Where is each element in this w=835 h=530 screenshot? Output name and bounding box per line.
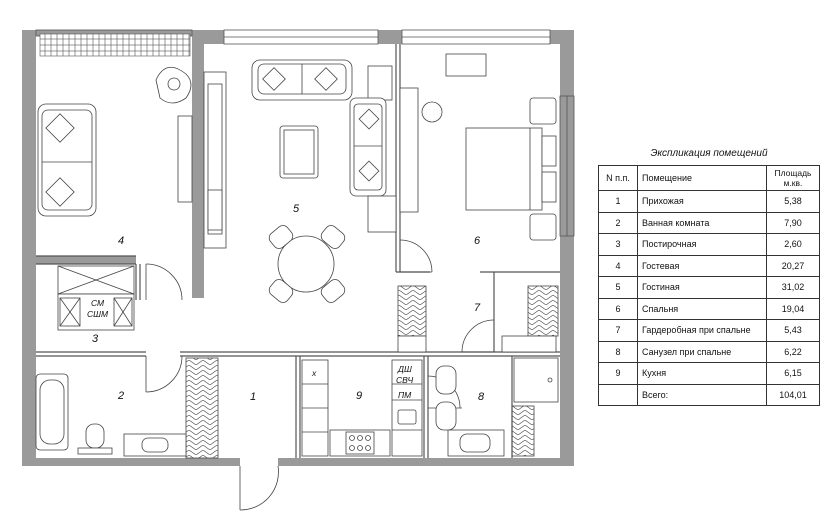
guest-room-furniture — [37, 66, 227, 249]
cell-name: Прихожая — [637, 190, 767, 213]
room-number-8: 8 — [478, 391, 485, 403]
header-name: Помещение — [637, 165, 767, 191]
cell-name: Гостевая — [637, 254, 767, 277]
header-num: N п.п. — [598, 165, 638, 191]
room-number-7: 7 — [474, 302, 481, 314]
cell-num: 6 — [598, 297, 638, 320]
living-room-furniture — [251, 59, 397, 303]
cell-area: 5,38 — [766, 190, 820, 213]
laundry-fixtures — [57, 265, 135, 331]
cell-num: 9 — [598, 362, 638, 385]
cell-name: Спальня — [637, 297, 767, 320]
table-total-row: Всего: 104,01 — [598, 383, 820, 406]
cell-num-empty — [598, 383, 638, 406]
label-hood-mark: x — [311, 368, 317, 378]
cell-num: 2 — [598, 211, 638, 234]
label-dishwasher2: ПМ — [398, 390, 412, 400]
cell-name: Гостиная — [637, 276, 767, 299]
label-washer: СМ — [91, 298, 105, 308]
master-bath-fixtures — [435, 357, 559, 457]
cell-name: Кухня — [637, 362, 767, 385]
cell-area: 6,15 — [766, 362, 820, 385]
room-numbers: 1 2 3 4 5 6 7 8 9 — [92, 203, 485, 403]
cell-area: 7,90 — [766, 211, 820, 234]
total-value: 104,01 — [766, 383, 820, 406]
cell-num: 1 — [598, 190, 638, 213]
label-dryer: СШМ — [87, 309, 109, 319]
label-dishwasher: ДШ — [397, 364, 412, 374]
kitchen-fixtures — [301, 359, 423, 457]
room-number-6: 6 — [474, 235, 481, 247]
room-number-5: 5 — [293, 203, 300, 215]
cell-name: Гардеробная при спальне — [637, 319, 767, 342]
room-schedule: Экспликация помещений N п.п. Помещение П… — [598, 148, 820, 406]
room-schedule-title: Экспликация помещений — [650, 148, 768, 159]
wardrobes — [185, 285, 559, 459]
cell-num: 4 — [598, 254, 638, 277]
cell-num: 5 — [598, 276, 638, 299]
room-number-3: 3 — [92, 333, 99, 345]
cell-area: 19,04 — [766, 297, 820, 320]
cell-num: 3 — [598, 233, 638, 256]
header-area: Площадь м.кв. — [766, 165, 820, 191]
room-number-1: 1 — [250, 391, 256, 403]
cell-area: 2,60 — [766, 233, 820, 256]
appliance-labels: СМ СШМ ДШ СВЧ ПМ x — [87, 298, 414, 400]
cell-area: 20,27 — [766, 254, 820, 277]
room-number-9: 9 — [356, 390, 362, 402]
cell-num: 8 — [598, 340, 638, 363]
cell-area: 5,43 — [766, 319, 820, 342]
cell-name: Ванная комната — [637, 211, 767, 234]
label-microwave: СВЧ — [396, 375, 414, 385]
table-header-row: N п.п. Помещение Площадь м.кв. — [598, 165, 820, 191]
cell-name: Постирочная — [637, 233, 767, 256]
bathroom-fixtures — [35, 373, 187, 457]
total-label: Всего: — [637, 383, 767, 406]
bedroom-furniture — [399, 53, 557, 241]
room-number-4: 4 — [118, 235, 124, 247]
outer-walls — [22, 30, 574, 466]
radiator-grille — [39, 33, 191, 57]
cell-area: 6,22 — [766, 340, 820, 363]
cell-num: 7 — [598, 319, 638, 342]
cell-name: Санузел при спальне — [637, 340, 767, 363]
cell-area: 31,02 — [766, 276, 820, 299]
room-number-2: 2 — [117, 390, 124, 402]
